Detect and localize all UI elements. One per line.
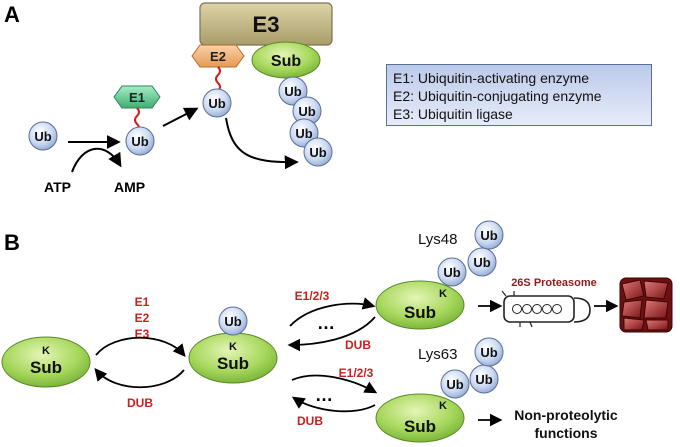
enzyme-e1-label: E1 [135, 295, 150, 309]
substrate-lys48-label: Sub [404, 303, 436, 322]
substrate-1-label: Sub [30, 358, 62, 377]
degraded-peptides-icon [619, 277, 673, 333]
nonproteolytic-line-2: functions [535, 425, 598, 441]
ellipsis-lower: … [315, 385, 333, 405]
ub-on-e2-label: Ub [208, 96, 225, 111]
substrate-a-label: Sub [271, 53, 301, 70]
monoub-reverse-arrow [94, 368, 185, 389]
lysine-k-lys63: K [439, 400, 447, 412]
free-ub-label: Ub [34, 129, 51, 144]
e1-enzyme: E1 [113, 85, 161, 109]
substrate-unmodified: K Sub [1, 336, 91, 388]
atp-amp-curve [71, 147, 122, 173]
legend-e1: E1: Ubiquitin-activating enzyme [393, 70, 590, 86]
lysine-k-lys48: K [439, 288, 447, 300]
substrate-lys48: K Sub [375, 280, 465, 330]
lys63-ub-2: Ub [475, 372, 492, 387]
e3-label: E3 [253, 12, 280, 37]
dub-label-1: DUB [127, 396, 153, 410]
lys48-ub-3: Ub [480, 228, 497, 243]
e123-label-upper: E1/2/3 [295, 289, 330, 303]
lys48-reverse-arrow [287, 316, 376, 352]
atp-label: ATP [44, 179, 71, 195]
chain-ub-2: Ub [298, 104, 315, 119]
substrate-lys63: K Sub [375, 393, 465, 443]
lys48-ub-2: Ub [473, 255, 490, 270]
chain-ub-3: Ub [295, 126, 312, 141]
panel-b-label: B [4, 230, 20, 255]
lysine-k-2: K [229, 341, 237, 353]
ub-on-e1: Ub [125, 126, 155, 156]
e1-label: E1 [129, 90, 145, 105]
e123-label-lower: E1/2/3 [339, 366, 374, 380]
dub-label-lower: DUB [297, 414, 323, 428]
proteasome-label: 26S Proteasome [511, 277, 597, 289]
e2-to-substrate-arrow [225, 117, 299, 170]
lys48-label: Lys48 [418, 231, 457, 248]
lys63-reverse-arrow [291, 396, 376, 413]
legend-e2: E2: Ubiquitin-conjugating enzyme [393, 88, 602, 104]
substrate-a: Sub [251, 41, 321, 79]
legend-e3: E3: Ubiquitin ligase [393, 106, 513, 122]
enzyme-e2-label: E2 [135, 311, 150, 325]
lys48-forward-arrow [289, 297, 376, 327]
ellipsis-upper: … [317, 313, 335, 333]
lysine-k-1: K [42, 345, 50, 357]
lys48-polyub: Ub Ub Ub [437, 220, 504, 287]
free-ub: Ub [28, 121, 58, 151]
polyub-chain-a: Ub Ub Ub Ub [278, 76, 333, 167]
lys63-ub-3: Ub [480, 345, 497, 360]
lys63-polyub: Ub Ub Ub [440, 337, 504, 399]
chain-ub-1: Ub [284, 84, 301, 99]
lys63-ub-1: Ub [446, 377, 463, 392]
e3-ligase: E3 [199, 2, 333, 46]
lys63-label: Lys63 [418, 346, 457, 363]
e2-ub-linker [215, 66, 221, 92]
substrate-lys63-label: Sub [404, 417, 436, 436]
monoub-forward-arrow [95, 336, 186, 357]
monoub-label: Ub [224, 314, 241, 329]
nonproteolytic-line-1: Non-proteolytic [514, 407, 618, 423]
ub-on-e1-label: Ub [131, 134, 148, 149]
substrate-monoub: K Sub Ub [188, 306, 278, 384]
amp-label: AMP [114, 179, 145, 195]
e2-label: E2 [210, 49, 226, 64]
enzyme-legend: E1: Ubiquitin-activating enzyme E2: Ubiq… [386, 64, 652, 126]
substrate-2-label: Sub [217, 354, 249, 373]
dub-label-upper: DUB [345, 338, 371, 352]
lys63-forward-arrow [291, 374, 378, 394]
proteasome-icon [501, 290, 591, 328]
panel-a-label: A [4, 2, 20, 27]
ub-on-e2: Ub [202, 88, 232, 118]
e2-enzyme: E2 [191, 44, 245, 68]
chain-ub-4: Ub [309, 145, 326, 160]
e1-to-e2-arrow [162, 107, 199, 127]
lys48-ub-1: Ub [443, 265, 460, 280]
